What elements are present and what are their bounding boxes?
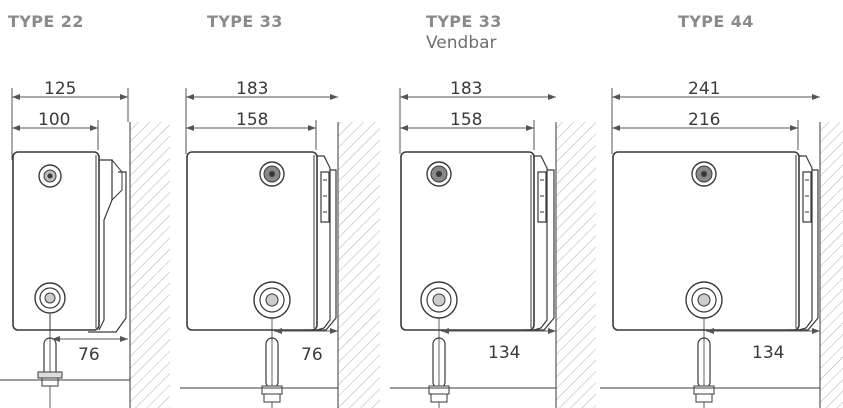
dimension-panel-width: 158 <box>450 110 482 130</box>
dimension-overall-width: 183 <box>236 79 268 99</box>
wall-bracket <box>88 171 127 333</box>
dimension-panel-width: 216 <box>688 110 720 130</box>
dimension-offset: 76 <box>78 345 100 365</box>
wall-bracket <box>788 169 819 331</box>
wall-hatch <box>556 122 596 408</box>
wall-hatch <box>820 122 843 408</box>
diagram-type-44: TYPE 44 241 216 <box>600 0 843 408</box>
radiator-cross-section-type-33-vendbar: 183 158 134 <box>390 79 596 408</box>
type-subtitle: Vendbar <box>426 33 497 53</box>
diagram-type-33-vendbar: TYPE 33 Vendbar 183 158 <box>390 0 600 408</box>
wall-hatch <box>338 122 380 408</box>
dimension-offset: 76 <box>301 345 323 365</box>
type-title: TYPE 44 <box>678 12 754 31</box>
radiator-body <box>612 151 800 331</box>
wall-bracket <box>306 169 337 331</box>
diagram-type-22: TYPE 22 125 100 <box>0 0 180 408</box>
dimension-overall-width: 241 <box>688 79 720 99</box>
wall-hatch <box>130 122 170 408</box>
wall-bracket <box>524 169 555 331</box>
radiator-cross-section-type-22: 125 100 76 <box>0 79 170 408</box>
dimension-panel-width: 100 <box>38 110 70 130</box>
radiator-cross-section-type-44: 241 216 134 <box>600 79 843 408</box>
radiator-body <box>12 151 100 331</box>
type-title: TYPE 33 <box>426 12 502 31</box>
dimension-overall-width: 183 <box>450 79 482 99</box>
dimension-overall-width: 125 <box>44 79 76 99</box>
radiator-cross-section-type-33: 183 158 76 <box>180 79 380 408</box>
dimension-panel-width: 158 <box>236 110 268 130</box>
diagram-type-33: TYPE 33 183 158 <box>180 0 390 408</box>
dimension-offset: 134 <box>752 343 784 363</box>
radiator-body <box>186 151 318 331</box>
type-title: TYPE 33 <box>207 12 283 31</box>
dimension-offset: 134 <box>488 343 520 363</box>
type-title: TYPE 22 <box>8 12 84 31</box>
